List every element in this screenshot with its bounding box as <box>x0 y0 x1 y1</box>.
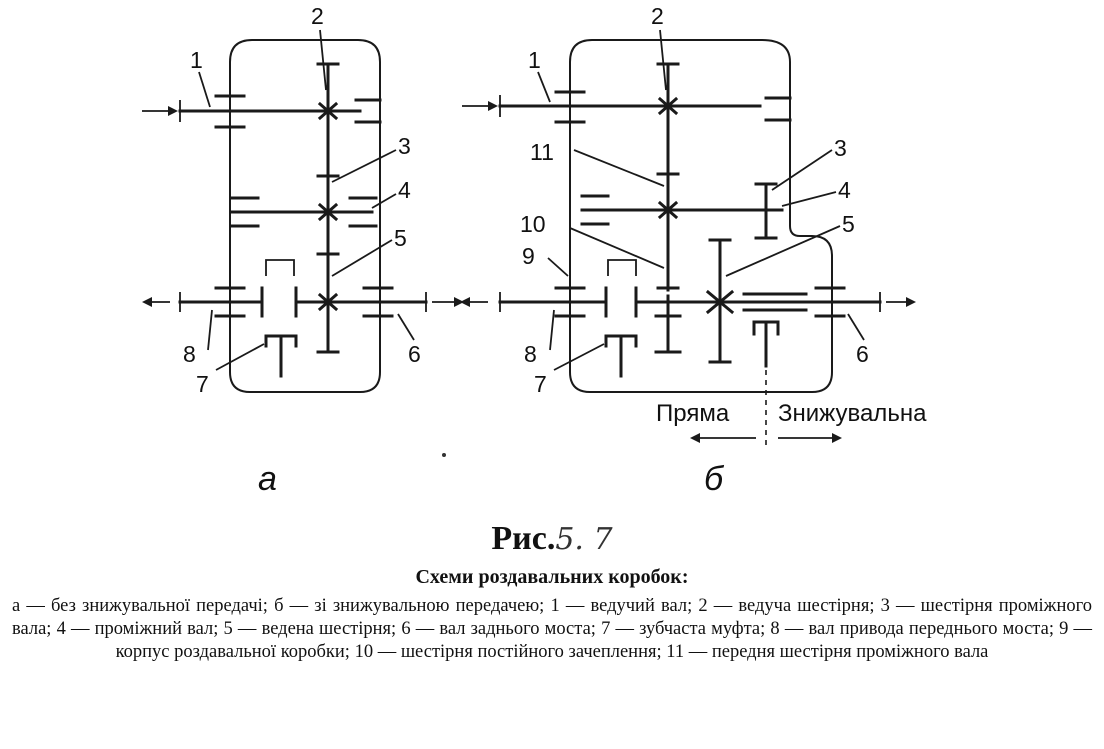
legend-item: 9 — корпус роздавальної коробки; <box>115 619 1092 662</box>
figure-title: Рис.5. 7 <box>491 520 612 558</box>
diagram-a-input-shaft <box>142 94 382 129</box>
diagram-b-label-2: 2 <box>651 3 664 29</box>
diagram-a-gear-column <box>316 62 340 354</box>
diagram-a-label-6: 6 <box>408 341 421 367</box>
diagram-b-label-9: 9 <box>522 243 535 269</box>
scan-speck <box>442 453 446 457</box>
figure-number: 5. 7 <box>555 522 613 557</box>
legend-item: 6 — вал заднього моста; <box>401 619 596 639</box>
diagram-b-input-shaft <box>462 90 792 124</box>
figure-title-prefix: Рис. <box>491 520 556 557</box>
diagram-b-label-3: 3 <box>834 135 847 161</box>
diagram-a: 1 2 3 4 5 6 7 8 а <box>142 3 464 498</box>
legend-item: 11 — передня шестірня проміжного вала <box>666 642 989 662</box>
diagram-b-output-shafts <box>460 286 916 354</box>
diagram-b-label-11: 11 <box>530 139 554 165</box>
legend-item: а — без знижувальної передачі; <box>12 596 268 616</box>
diagram-b-driven-gear <box>705 238 780 368</box>
diagram-a-intermediate-shaft <box>230 196 378 228</box>
diagram-a-coupling <box>264 259 298 378</box>
diagram-b-sublabel: б <box>704 460 725 498</box>
diagram-a-label-1: 1 <box>190 47 203 73</box>
diagram-a-housing <box>229 39 381 393</box>
diagram-b-label-6: 6 <box>856 341 869 367</box>
figure-heading: Схеми роздавальних коробок: <box>415 566 689 588</box>
diagram-b-coupling <box>604 259 638 378</box>
diagram-a-label-8: 8 <box>183 341 196 367</box>
diagram-b-gear-column <box>656 62 680 292</box>
diagram-b-label-7: 7 <box>534 371 547 397</box>
diagram-b-label-4: 4 <box>838 177 851 203</box>
legend-item: 2 — ведуча шестірня; <box>698 596 875 616</box>
legend-item: 5 — ведена шестірня; <box>223 619 397 639</box>
diagram-b-direction-left: Пряма <box>656 400 730 427</box>
diagram-b-housing <box>569 39 833 393</box>
diagram-b-leaders <box>537 29 865 371</box>
legend-item: 8 — вал привода переднього моста; <box>770 619 1054 639</box>
diagram-b: 1 2 11 3 4 10 5 9 8 7 6 Пряма Знижувальн… <box>460 3 927 498</box>
diagram-b-label-10: 10 <box>520 211 546 237</box>
diagram-a-output-shafts <box>142 286 464 318</box>
diagram-a-label-7: 7 <box>196 371 209 397</box>
diagram-a-label-5: 5 <box>394 225 407 251</box>
figure-legend: а — без знижувальної передачі; б — зі зн… <box>12 595 1092 664</box>
diagram-b-label-1: 1 <box>528 47 541 73</box>
diagram-b-intermediate-shaft <box>580 182 784 240</box>
legend-item: 4 — проміжний вал; <box>56 619 219 639</box>
legend-item: 1 — ведучий вал; <box>550 596 693 616</box>
diagram-a-label-4: 4 <box>398 177 411 203</box>
legend-item: 7 — зубчаста муфта; <box>601 619 766 639</box>
diagram-a-leaders <box>198 29 415 371</box>
diagram-a-label-3: 3 <box>398 133 411 159</box>
diagram-a-label-2: 2 <box>311 3 324 29</box>
diagram-b-direction-right: Знижувальна <box>778 400 927 427</box>
legend-item: 10 — шестірня постійного зачеплення; <box>354 642 662 662</box>
legend-item: б — зі знижувальною передачею; <box>274 596 545 616</box>
legend-item: 3 — шестірня проміжного вала; <box>12 596 1092 639</box>
diagram-b-direction-arrows <box>690 433 842 443</box>
diagram-b-label-5: 5 <box>842 211 855 237</box>
diagram-a-sublabel: а <box>258 460 277 498</box>
figure-caption: Рис.5. 7 Схеми роздавальних коробок: а —… <box>0 520 1104 664</box>
diagram-b-label-8: 8 <box>524 341 537 367</box>
